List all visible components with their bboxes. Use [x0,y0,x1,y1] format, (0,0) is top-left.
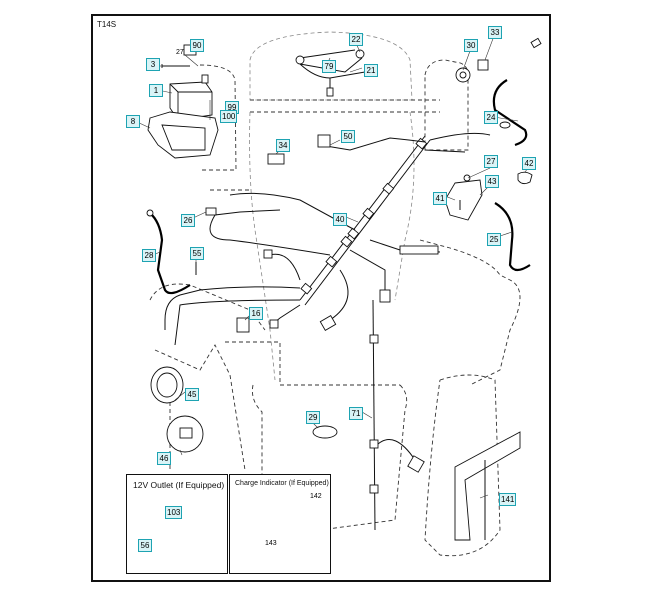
relay-26 [205,207,217,216]
zone-seat-top [249,31,413,101]
callout-43[interactable]: 43 [485,175,499,188]
zone-lower-tunnel [251,384,408,531]
callout-27[interactable]: 27 [484,155,498,168]
callout-141[interactable]: 141 [499,493,517,506]
zone-right-fender [424,374,501,557]
diagram-code: T14S [97,20,117,29]
callout-40[interactable]: 40 [333,213,347,226]
solenoid [444,179,483,221]
callout-45[interactable]: 45 [185,388,199,401]
cable-25 [494,202,531,272]
zone-center-console [249,111,415,381]
label-143: 143 [265,540,277,547]
callout-3[interactable]: 3 [146,58,160,71]
callout-26[interactable]: 26 [181,214,195,227]
zone-gauge [154,344,246,471]
battery-assembly [147,44,219,159]
callout-28[interactable]: 28 [142,249,156,262]
callout-16[interactable]: 16 [249,307,263,320]
callout-33[interactable]: 33 [488,26,502,39]
key [477,59,489,71]
callout-29[interactable]: 29 [306,411,320,424]
zone-dash-mid [225,341,400,386]
callout-50[interactable]: 50 [341,130,355,143]
switch-34 [267,153,285,165]
inset-12v-outlet-title: 12V Outlet (If Equipped) [133,480,225,490]
callout-46[interactable]: 46 [157,452,171,465]
inset-charge-indicator: Charge Indicator (If Equipped) [229,474,331,574]
light-harness [295,49,366,97]
cable-28 [149,212,191,295]
callout-79[interactable]: 79 [322,60,336,73]
harness-71 [372,299,376,531]
callout-21[interactable]: 21 [364,64,378,77]
inset-12v-outlet: 12V Outlet (If Equipped) [126,474,228,574]
callout-25[interactable]: 25 [487,233,501,246]
main-harness [164,132,491,346]
callout-8[interactable]: 8 [126,115,140,128]
callout-24[interactable]: 24 [484,111,498,124]
label-screw-27: 27 [176,49,184,56]
switch-16 [236,317,250,333]
callout-22[interactable]: 22 [349,33,363,46]
small-parts [146,37,542,541]
module-50 [317,134,331,148]
callout-90[interactable]: 90 [190,39,204,52]
zone-battery [199,64,237,171]
callout-56[interactable]: 56 [138,539,152,552]
callout-103[interactable]: 103 [165,506,183,519]
callout-1[interactable]: 1 [149,84,163,97]
battery-bolt [161,64,190,68]
callout-34[interactable]: 34 [276,139,290,152]
pto-switch-29 [312,425,338,439]
inset-charge-indicator-title: Charge Indicator (If Equipped) [235,480,329,487]
bracket-141 [454,431,521,541]
zone-panel-divider [250,99,440,113]
callout-42[interactable]: 42 [522,157,536,170]
callout-71[interactable]: 71 [349,407,363,420]
callout-55[interactable]: 55 [190,247,204,260]
label-142: 142 [310,493,322,500]
callout-30[interactable]: 30 [464,39,478,52]
callout-41[interactable]: 41 [433,192,447,205]
zone-hood-right [419,239,521,386]
cable-24 [492,79,528,147]
callout-100[interactable]: 100 [220,110,238,123]
terminal-boot-42 [517,171,533,185]
